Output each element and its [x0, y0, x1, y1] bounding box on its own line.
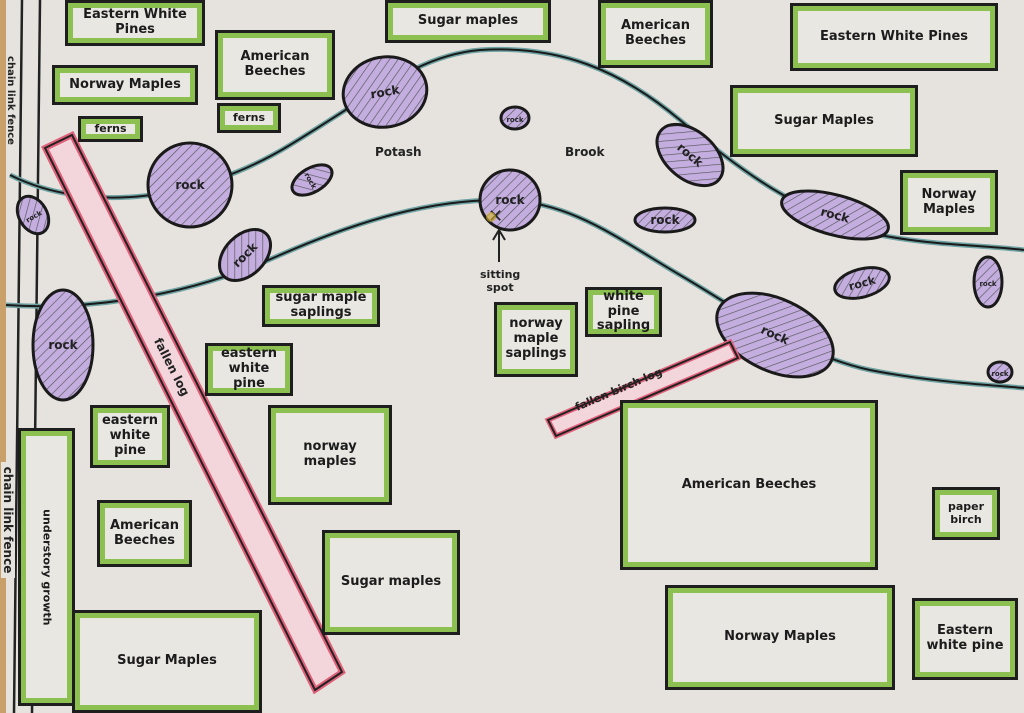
rock-label: rock	[979, 280, 996, 288]
rock	[15, 194, 51, 236]
tree-plot-label: Eastern white pine	[926, 623, 1004, 653]
rock	[986, 360, 1014, 384]
tree-plot: understory growth	[18, 428, 75, 706]
tree-plot-label: Norway Maples	[921, 186, 977, 217]
tree-plot: Sugar maples	[385, 0, 551, 43]
tree-plot: Norway Maples	[665, 585, 895, 690]
tree-plot-label: white pine sapling	[596, 288, 651, 334]
tree-plot: American Beeches	[215, 30, 335, 100]
tree-plot: Sugar Maples	[72, 610, 262, 713]
tree-plot: Sugar Maples	[730, 85, 918, 157]
tree-plot: Eastern White Pines	[65, 0, 205, 46]
tree-plot-label: paper birch	[947, 499, 985, 526]
tree-plot-label: American Beeches	[109, 517, 180, 548]
tree-plot: norway maples	[268, 405, 392, 505]
sitting-spot-label: sitting spot	[480, 268, 521, 294]
fence-line	[12, 0, 24, 713]
fence-label-bottom: chain link fence	[1, 462, 15, 578]
rock	[715, 291, 835, 379]
rock-label: rock	[495, 193, 525, 207]
rock	[218, 228, 272, 282]
tree-plot-label: norway maples	[303, 439, 357, 469]
tree-plot-label: Sugar Maples	[774, 112, 874, 128]
tree-plot-label: Sugar maples	[417, 13, 519, 29]
tree-plot: ferns	[217, 103, 281, 133]
tree-plot-label: Norway Maples	[69, 76, 181, 92]
tree-plot-label: ferns	[232, 110, 266, 124]
tree-plot: Norway Maples	[900, 170, 998, 235]
tree-plot: norway maple saplings	[494, 302, 578, 377]
tree-plot-label: eastern white pine	[101, 413, 159, 458]
tree-plot-label: ferns	[94, 121, 127, 135]
tree-plot: sugar maple saplings	[262, 285, 380, 327]
tree-plot: Norway Maples	[52, 65, 198, 105]
tree-plot-label: Sugar Maples	[117, 653, 217, 669]
tree-plot-label: Norway Maples	[724, 629, 836, 645]
tree-plot: American Beeches	[598, 0, 713, 68]
tree-plot: American Beeches	[620, 400, 878, 570]
tree-plot-label: American Beeches	[681, 476, 817, 492]
brook-label-potash: Potash	[375, 145, 422, 159]
rock-label: rock	[650, 213, 680, 227]
rock-label: rock	[506, 116, 523, 124]
tree-plot: ferns	[78, 116, 143, 142]
brook-bank-south	[5, 198, 1024, 389]
fallen-birch-log-outline	[546, 340, 740, 438]
tree-plot: Eastern White Pines	[790, 3, 998, 71]
rock	[341, 55, 429, 129]
tree-plot: eastern white pine	[205, 343, 293, 396]
rock	[833, 266, 891, 300]
rock	[780, 189, 890, 241]
rock	[146, 141, 234, 229]
tree-plot: Eastern white pine	[912, 598, 1018, 680]
tree-plot-label: Sugar maples	[340, 574, 442, 590]
tree-plot: American Beeches	[97, 500, 192, 567]
tree-plot: eastern white pine	[90, 405, 170, 468]
fence-label-top: chain link fence	[4, 56, 16, 145]
tree-plot-label: eastern white pine	[220, 346, 278, 391]
tree-plot-label: Eastern White Pines	[819, 28, 968, 44]
tree-plot-label: understory growth	[40, 508, 54, 626]
tree-plot-label: sugar maple saplings	[275, 290, 367, 320]
tree-plot-label: American Beeches	[620, 18, 691, 48]
rock	[972, 255, 1004, 309]
rock	[290, 163, 334, 197]
rock	[633, 206, 697, 234]
tree-plot-label: Eastern White Pines	[83, 7, 187, 37]
tree-plot-label: norway maple saplings	[505, 316, 567, 361]
rock-label: rock	[991, 370, 1008, 378]
rock	[31, 288, 95, 402]
tree-plot-label: American Beeches	[240, 49, 310, 79]
rock	[655, 122, 725, 188]
brook-label-brook: Brook	[565, 145, 605, 159]
tree-plot: white pine sapling	[585, 287, 662, 337]
rock-label: rock	[369, 82, 401, 101]
rock-label: rock	[175, 178, 205, 192]
fallen-log-outline	[43, 133, 344, 692]
tree-plot: Sugar maples	[322, 530, 460, 635]
rock	[499, 105, 531, 131]
tree-plot: paper birch	[932, 487, 1000, 540]
rock-label: rock	[48, 338, 78, 352]
